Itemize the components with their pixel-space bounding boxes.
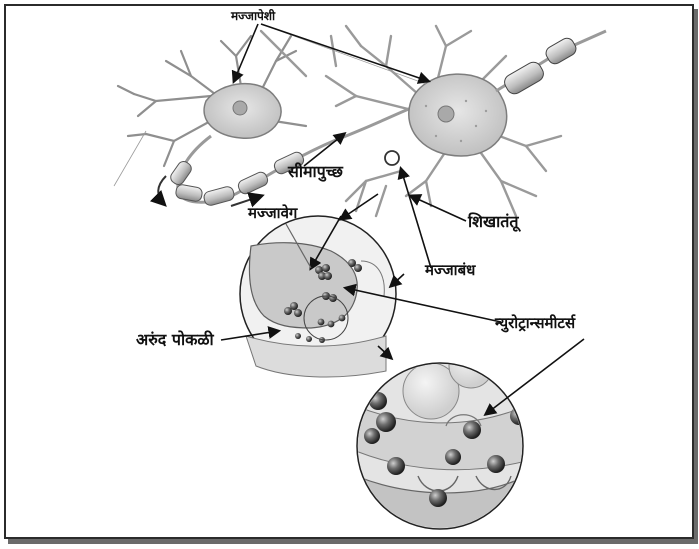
neuron-diagram	[6, 6, 694, 539]
label-neurotransmitters: न्युरोट्रान्समीटर्स	[495, 316, 575, 331]
synapse-highlight-circle	[385, 151, 399, 165]
impulse-direction-arrow	[158, 176, 166, 204]
label-nerve-impulse: मज्जावेग	[248, 206, 297, 221]
synapse-zoom-circle	[240, 216, 396, 377]
diagram-frame: मज्जापेशी सीमापुच्छ मज्जावेग शिखातंतू मज…	[4, 4, 694, 539]
left-neuron-nucleus	[233, 101, 247, 115]
right-neuron-soma	[409, 74, 507, 156]
label-synapse: मज्जाबंध	[425, 263, 475, 278]
right-axon-myelin	[496, 31, 606, 97]
label-axon: सीमापुच्छ	[288, 164, 343, 180]
right-neuron-nucleus	[438, 106, 454, 122]
axon-myelin	[168, 106, 416, 207]
label-synaptic-cleft: अरुंद पोकळी	[136, 332, 214, 348]
label-dendrite: शिखातंतू	[468, 214, 519, 230]
label-neuron-cell: मज्जापेशी	[231, 10, 275, 22]
